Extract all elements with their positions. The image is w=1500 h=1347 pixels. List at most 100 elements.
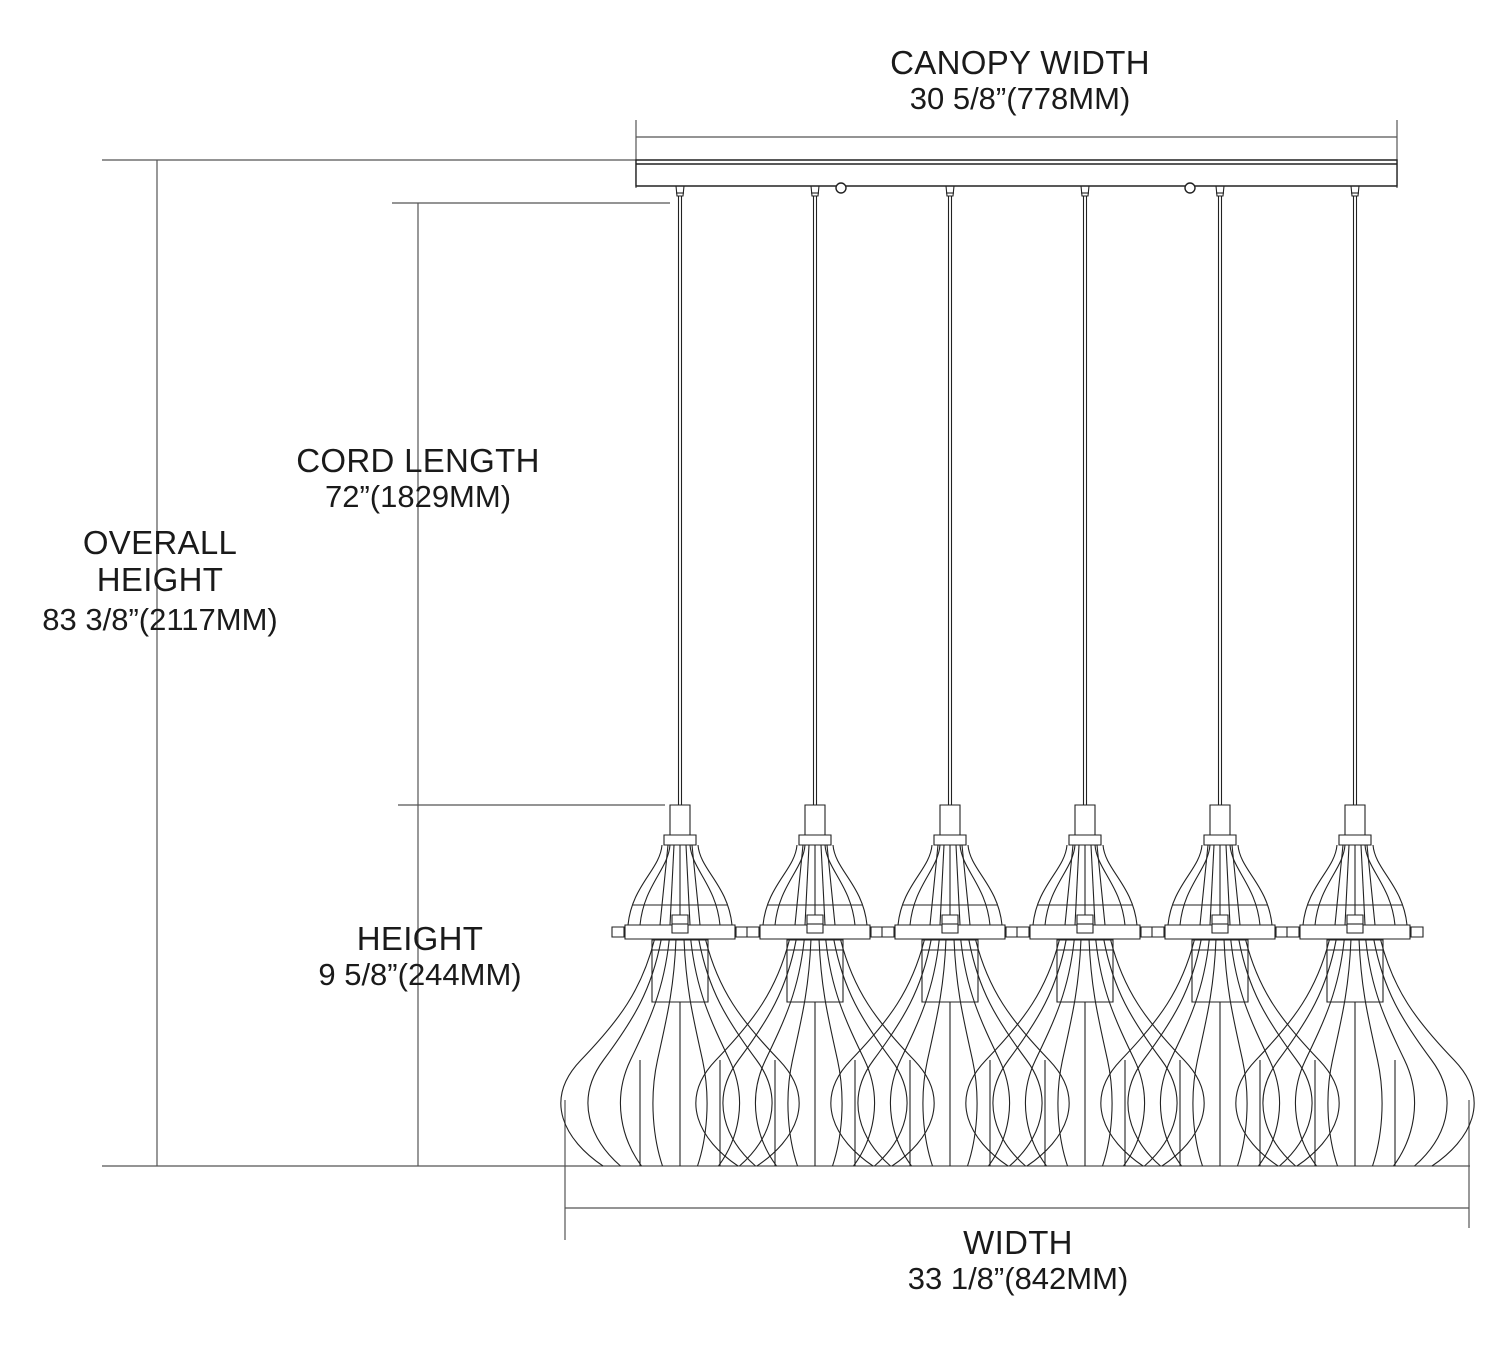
cage-outer-right xyxy=(1373,845,1407,925)
cord-length-title: CORD LENGTH xyxy=(296,442,540,479)
socket-collar xyxy=(1339,835,1371,845)
mount-knob-left xyxy=(1017,927,1029,937)
canopy-screw-left xyxy=(836,183,846,193)
cage-outer-left xyxy=(898,845,932,925)
cage-rib xyxy=(1226,845,1230,925)
cage-rib xyxy=(795,845,803,925)
shade-wire-5 xyxy=(1224,940,1247,1166)
mount-knob-right xyxy=(1141,927,1153,937)
shade-wire-8 xyxy=(1381,940,1474,1166)
overall-height-title-1: OVERALL xyxy=(82,524,238,561)
cord-hook xyxy=(946,186,954,196)
height-value: 9 5/8”(244MM) xyxy=(318,957,522,992)
cage-rib xyxy=(1075,845,1079,925)
shade-wire-2 xyxy=(1263,940,1336,1166)
shade-wire-2 xyxy=(993,940,1066,1166)
socket-cap xyxy=(805,805,825,835)
pendant-5 xyxy=(1101,186,1339,1166)
shade-wire-1 xyxy=(696,940,789,1166)
socket-cap xyxy=(1210,805,1230,835)
bulb-socket xyxy=(652,940,708,1002)
socket-collar xyxy=(1204,835,1236,845)
mount-knob-left xyxy=(1287,927,1299,937)
shade-wire-5 xyxy=(1089,940,1112,1166)
cage-rib xyxy=(805,845,809,925)
shade-wire-6 xyxy=(1231,940,1280,1166)
shade-wire-3 xyxy=(620,940,669,1166)
bulb-socket xyxy=(1327,940,1383,1002)
shade-wire-1 xyxy=(966,940,1059,1166)
cage-rib xyxy=(1097,845,1105,925)
cage-inner-left xyxy=(910,845,940,925)
width-value: 33 1/8”(842MM) xyxy=(907,1261,1129,1296)
width-title: WIDTH xyxy=(963,1224,1073,1261)
cage-inner-left xyxy=(775,845,805,925)
shade-wire-6 xyxy=(691,940,740,1166)
pendant-3 xyxy=(831,186,1069,1166)
shade-wire-8 xyxy=(706,940,799,1166)
pendant-group xyxy=(561,186,1474,1166)
cord-hook xyxy=(676,186,684,196)
overall-height-label: OVERALL HEIGHT 83 3/8”(2117MM) xyxy=(10,526,310,635)
cage-outer-right xyxy=(833,845,867,925)
shade-wire-3 xyxy=(755,940,804,1166)
cage-rib xyxy=(1232,845,1240,925)
shade-wire-4 xyxy=(1328,940,1351,1166)
cage-rib xyxy=(930,845,938,925)
cage-inner-left xyxy=(1045,845,1075,925)
bulb-socket xyxy=(787,940,843,1002)
cage-outer-right xyxy=(1103,845,1137,925)
socket-cap xyxy=(1075,805,1095,835)
shade-wire-7 xyxy=(1374,940,1447,1166)
shade-wire-1 xyxy=(561,940,654,1166)
cord-length-value: 72”(1829MM) xyxy=(324,479,512,514)
cage-rib xyxy=(1335,845,1343,925)
cage-rib xyxy=(1367,845,1375,925)
cage-rib xyxy=(940,845,944,925)
cord-hook xyxy=(1351,186,1359,196)
overall-height-title-2: HEIGHT xyxy=(96,561,224,598)
shade-wire-2 xyxy=(858,940,931,1166)
shade-wire-3 xyxy=(1295,940,1344,1166)
cage-rib xyxy=(1345,845,1349,925)
cage-inner-right xyxy=(690,845,720,925)
cage-inner-left xyxy=(640,845,670,925)
mount-knob-right xyxy=(1006,927,1018,937)
shade-wire-8 xyxy=(1111,940,1204,1166)
mount-knob-right xyxy=(1411,927,1423,937)
shade-wire-6 xyxy=(1366,940,1415,1166)
shade-wire-3 xyxy=(1025,940,1074,1166)
cage-outer-left xyxy=(1303,845,1337,925)
cage-inner-right xyxy=(1365,845,1395,925)
shade-wire-1 xyxy=(1101,940,1194,1166)
pendant-1 xyxy=(561,186,799,1166)
cage-rib xyxy=(660,845,668,925)
canopy-width-title: CANOPY WIDTH xyxy=(890,44,1150,81)
shade-wire-5 xyxy=(954,940,977,1166)
shade-wire-1 xyxy=(831,940,924,1166)
canopy-width-value: 30 5/8”(778MM) xyxy=(909,81,1131,116)
mount-knob-right xyxy=(1276,927,1288,937)
cord-hook xyxy=(1081,186,1089,196)
shade-wire-6 xyxy=(961,940,1010,1166)
socket-collar xyxy=(1069,835,1101,845)
shade-wire-4 xyxy=(788,940,811,1166)
socket-cap xyxy=(1345,805,1365,835)
shade-wire-5 xyxy=(684,940,707,1166)
cage-inner-right xyxy=(1095,845,1125,925)
pendant-6 xyxy=(1236,186,1474,1166)
canopy-screw-right xyxy=(1185,183,1195,193)
cage-rib xyxy=(956,845,960,925)
mount-knob-right xyxy=(871,927,883,937)
shade-wire-3 xyxy=(1160,940,1209,1166)
cage-inner-right xyxy=(825,845,855,925)
cage-rib xyxy=(1361,845,1365,925)
mount-knob-right xyxy=(736,927,748,937)
shade-wire-8 xyxy=(1246,940,1339,1166)
cage-rib xyxy=(827,845,835,925)
cage-outer-right xyxy=(968,845,1002,925)
cord-length-label: CORD LENGTH 72”(1829MM) xyxy=(268,444,568,512)
shade-wire-2 xyxy=(723,940,796,1166)
cage-rib xyxy=(821,845,825,925)
shade-wire-2 xyxy=(1128,940,1201,1166)
